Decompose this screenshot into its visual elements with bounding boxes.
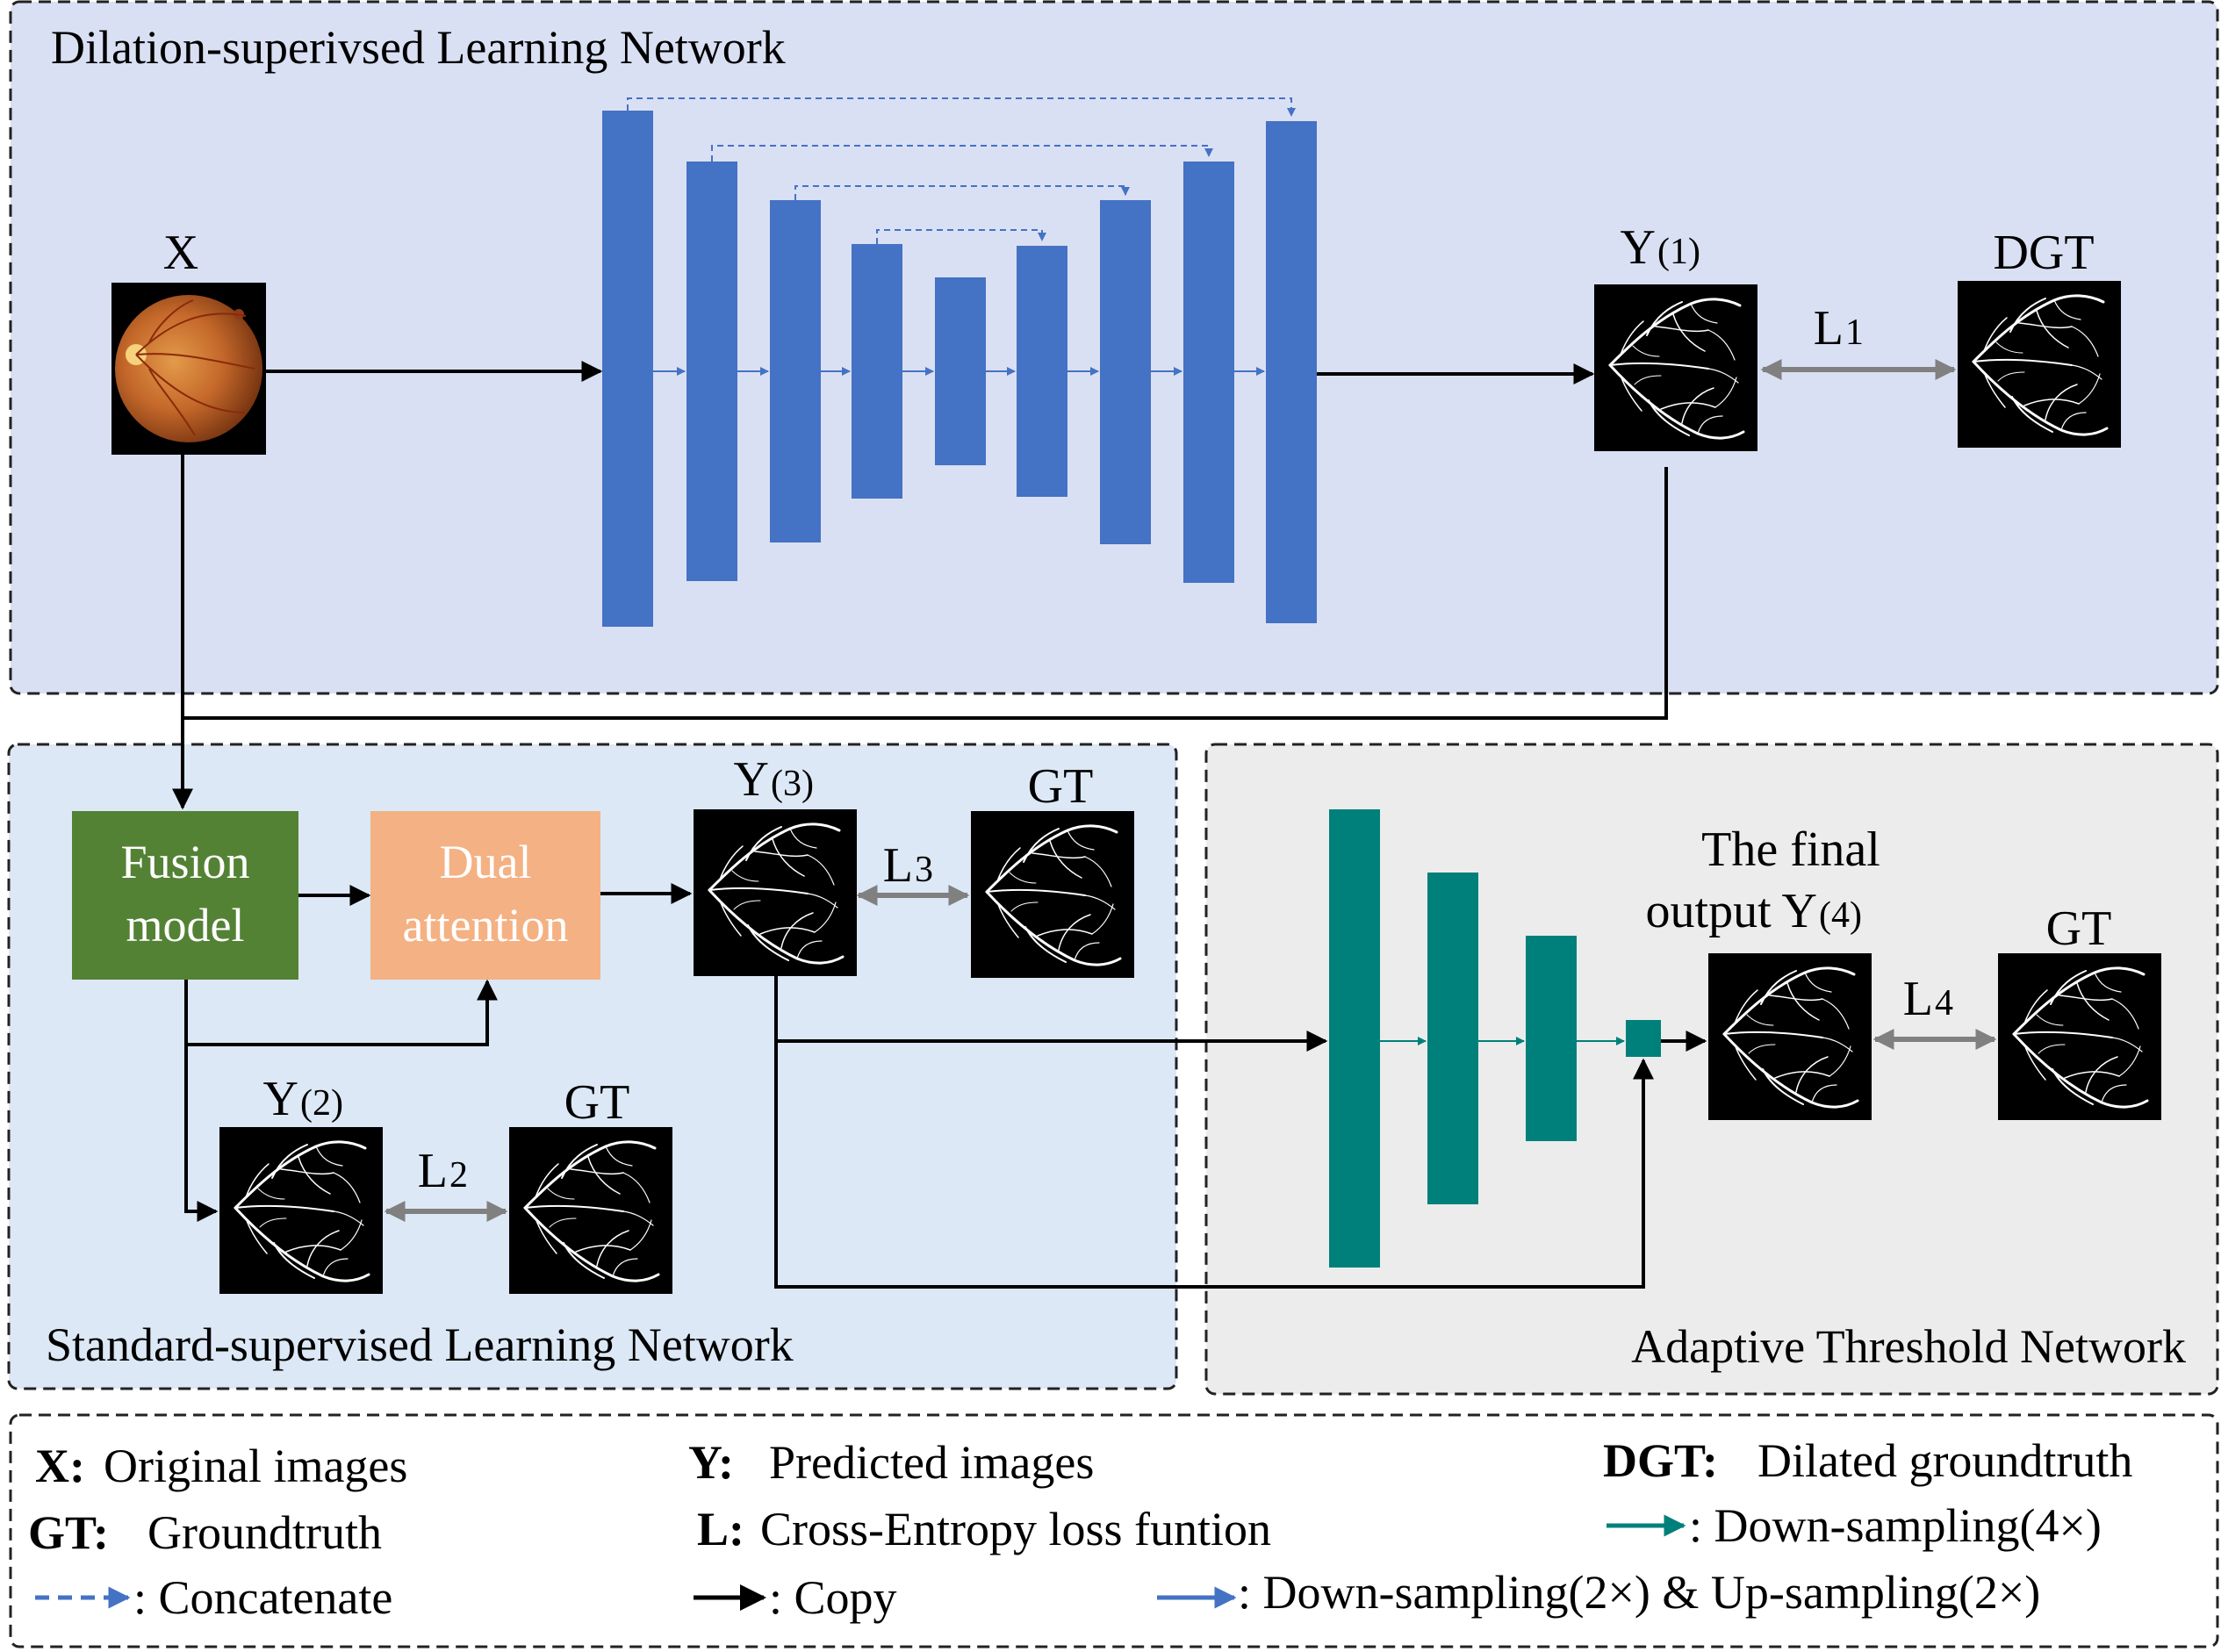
dgt-image bbox=[1956, 279, 2123, 449]
copy-arrow-y3-to-threshold bbox=[774, 1041, 1654, 1289]
unet-layer bbox=[1017, 246, 1067, 497]
unet-layer bbox=[686, 162, 737, 581]
label-l4: L bbox=[1903, 972, 1933, 1026]
unet-layer bbox=[602, 111, 653, 627]
label-y1: Y bbox=[1621, 220, 1656, 275]
label-y3: Y bbox=[734, 752, 769, 807]
label-final-1: The final bbox=[1701, 822, 1880, 877]
label-y1-sub: (1) bbox=[1657, 232, 1700, 272]
label-l3-sub: 3 bbox=[915, 850, 933, 890]
fusion-model-label-1: Fusion bbox=[120, 836, 249, 888]
legend-y-desc: Predicted images bbox=[769, 1436, 1094, 1489]
label-l4-sub: 4 bbox=[1935, 983, 1953, 1024]
gt-image-l3 bbox=[969, 809, 1136, 980]
teal-layer bbox=[1427, 873, 1478, 1204]
unet-layer bbox=[1100, 200, 1151, 544]
label-y3-sub: (3) bbox=[771, 764, 814, 804]
skip-connection bbox=[876, 229, 1046, 244]
fusion-model-label-2: model bbox=[126, 899, 245, 952]
panel-title-dilation: Dilation-superivsed Learning Network bbox=[51, 21, 786, 74]
label-final-sub: (4) bbox=[1819, 895, 1862, 936]
teal-layer bbox=[1526, 936, 1577, 1141]
legend: X: Original images GT: Groundtruth : Con… bbox=[28, 1434, 2132, 1624]
legend-l-desc: Cross-Entropy loss funtion bbox=[760, 1503, 1271, 1555]
panel-title-adaptive: Adaptive Threshold Network bbox=[1631, 1320, 2186, 1373]
legend-x-desc: Original images bbox=[104, 1440, 407, 1492]
skip-connection bbox=[627, 97, 1296, 117]
legend-gt-desc: Groundtruth bbox=[147, 1506, 382, 1559]
label-y2: Y bbox=[263, 1072, 298, 1126]
label-l1-sub: 1 bbox=[1845, 312, 1864, 353]
label-x: X bbox=[163, 226, 198, 280]
teal-threshold-node bbox=[1626, 1020, 1661, 1057]
panel-title-standard: Standard-supervised Learning Network bbox=[46, 1318, 794, 1371]
gt-image-l4 bbox=[1996, 952, 2163, 1122]
output-y3-image bbox=[692, 808, 859, 978]
label-gt-l3: GT bbox=[1028, 759, 1094, 814]
legend-downup-desc: : Down-sampling(2×) & Up-sampling(2×) bbox=[1238, 1566, 2040, 1619]
legend-x-key: X: bbox=[35, 1440, 85, 1492]
adaptive-threshold-layers bbox=[1329, 809, 1661, 1268]
label-final-2: output Y bbox=[1646, 884, 1817, 938]
copy-arrow-fusion-to-y2 bbox=[184, 1045, 219, 1222]
dual-attention-label-2: attention bbox=[403, 899, 569, 952]
label-l2: L bbox=[418, 1144, 448, 1198]
fusion-model-box bbox=[72, 811, 298, 980]
dual-attention-label-1: Dual bbox=[440, 836, 532, 888]
gt-image-l2 bbox=[507, 1125, 674, 1296]
unet-layer bbox=[1266, 121, 1317, 623]
skip-connection bbox=[711, 145, 1213, 162]
unet-layer bbox=[770, 200, 821, 542]
label-gt-l4: GT bbox=[2046, 901, 2112, 956]
unet-layer bbox=[1183, 162, 1234, 583]
fundus-image bbox=[111, 283, 266, 455]
teal-layer bbox=[1329, 809, 1380, 1268]
copy-arrow-fusion-to-dual-bottom bbox=[184, 979, 498, 1046]
copy-arrow-y1-to-fusion bbox=[183, 467, 1668, 720]
skip-connection bbox=[794, 185, 1130, 200]
legend-concat-desc: : Concatenate bbox=[133, 1571, 392, 1624]
output-y4-image bbox=[1707, 952, 1873, 1122]
dual-attention-box bbox=[370, 811, 600, 980]
legend-dgt-key: DGT: bbox=[1603, 1434, 1718, 1487]
label-y2-sub: (2) bbox=[300, 1083, 343, 1124]
panel-legend bbox=[9, 1413, 2219, 1648]
label-dgt: DGT bbox=[1993, 226, 2094, 280]
output-y1-image bbox=[1592, 283, 1759, 453]
legend-l-key: L: bbox=[697, 1503, 744, 1555]
legend-copy-desc: : Copy bbox=[769, 1571, 897, 1624]
unet-encoder-decoder bbox=[602, 97, 1317, 627]
label-l3: L bbox=[883, 838, 913, 893]
legend-gt-key: GT: bbox=[28, 1506, 109, 1559]
label-l1: L bbox=[1814, 301, 1844, 356]
legend-y-key: Y: bbox=[688, 1436, 734, 1489]
label-l2-sub: 2 bbox=[449, 1155, 468, 1196]
legend-dgt-desc: Dilated groundtruth bbox=[1757, 1434, 2132, 1487]
unet-layer bbox=[935, 277, 986, 465]
unet-layer bbox=[852, 244, 902, 499]
output-y2-image bbox=[218, 1125, 385, 1296]
legend-down4-desc: : Down-sampling(4×) bbox=[1689, 1499, 2102, 1552]
label-gt-l2: GT bbox=[564, 1075, 630, 1130]
